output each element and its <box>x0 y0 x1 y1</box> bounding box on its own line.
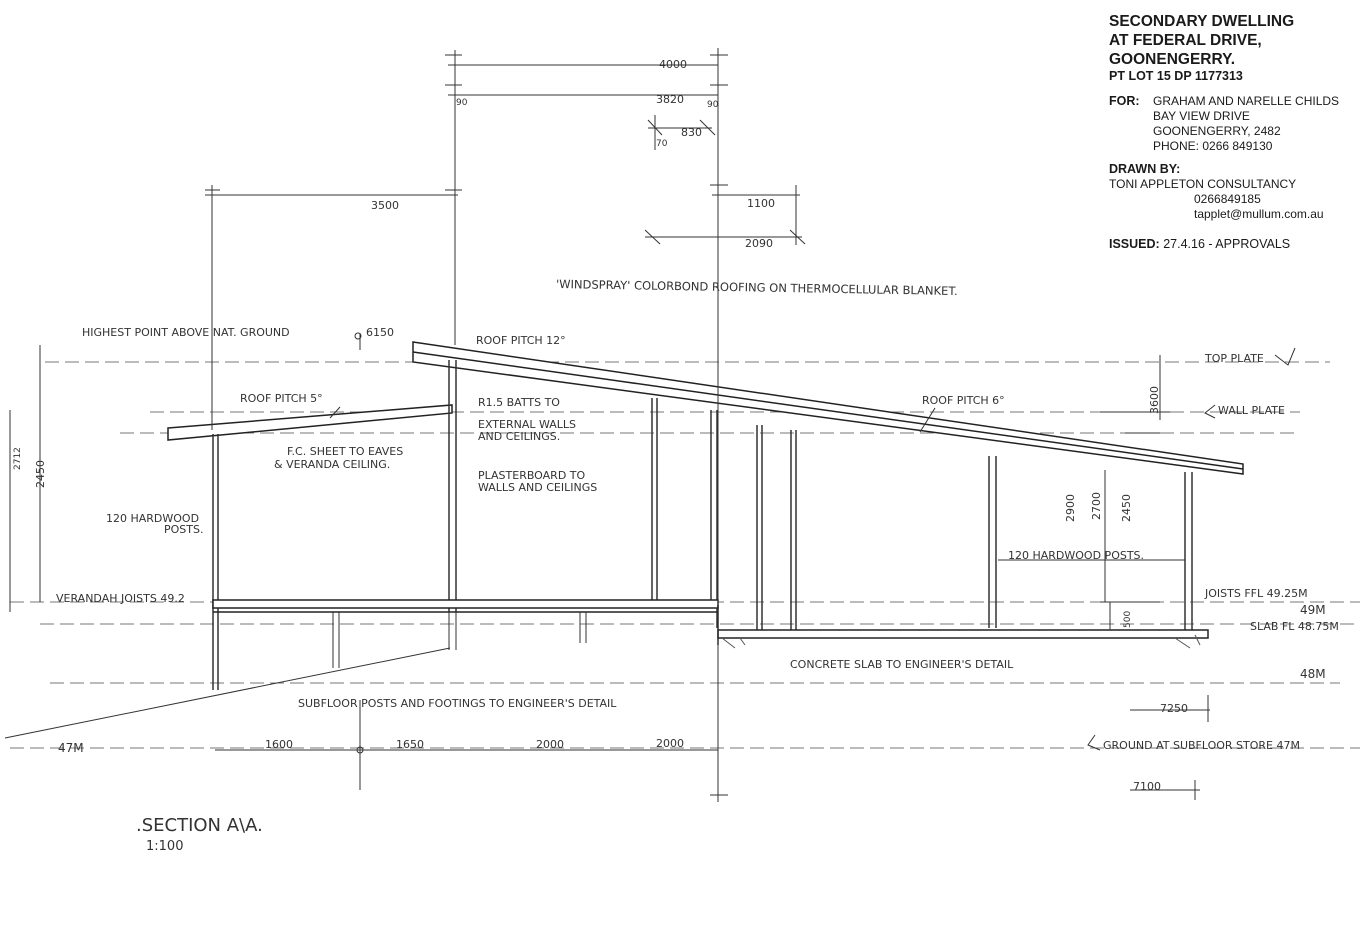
plaster-note-2: WALLS AND CEILINGS <box>478 481 597 494</box>
drawn-by-phone: 0266849185 <box>1194 192 1261 206</box>
dim-3820: 3820 <box>656 93 684 106</box>
roof-pitch-12: ROOF PITCH 12° <box>476 334 566 347</box>
natural-ground-line <box>4 647 451 739</box>
fc-sheet-note-1: F.C. SHEET TO EAVES <box>287 445 403 458</box>
roofing-note: 'WINDSPRAY' COLORBOND ROOFING ON THERMOC… <box>556 277 958 298</box>
subfloor-note: SUBFLOOR POSTS AND FOOTINGS TO ENGINEER'… <box>298 697 617 710</box>
frame-posts <box>212 360 1193 690</box>
posts-left-2: POSTS. <box>164 523 203 536</box>
verandah-joists-label: VERANDAH JOISTS 49.2 <box>56 592 185 605</box>
highest-point-label: HIGHEST POINT ABOVE NAT. GROUND <box>82 326 290 339</box>
client-label: FOR: <box>1109 94 1140 108</box>
batts-note-3: AND CEILINGS. <box>478 430 560 443</box>
level-47-label: 47M <box>58 741 84 755</box>
dim-830: 830 <box>681 126 702 139</box>
issued-value: 27.4.16 - APPROVALS <box>1163 237 1291 251</box>
dim-1100: 1100 <box>747 197 775 210</box>
dim-2900: 2900 <box>1064 494 1077 522</box>
batts-note-2: EXTERNAL WALLS <box>478 418 576 431</box>
ground-note: GROUND AT SUBFLOOR STORE 47M <box>1103 739 1300 752</box>
title-line: SECONDARY DWELLING <box>1109 13 1295 30</box>
dim-7100: 7100 <box>1133 780 1161 793</box>
level-49-label: 49M <box>1300 603 1326 617</box>
drawn-by-name: TONI APPLETON CONSULTANCY <box>1109 177 1297 191</box>
dim-90-left: 90 <box>456 98 468 108</box>
subfloor-posts <box>332 612 587 668</box>
slab-footing <box>721 634 1201 649</box>
dim-90-right: 90 <box>707 100 719 110</box>
dim-1600: 1600 <box>265 738 293 751</box>
dim-2450-right: 2450 <box>1120 494 1133 522</box>
issued-line: ISSUED: 27.4.16 - APPROVALS <box>1109 237 1290 251</box>
highest-point-value: 6150 <box>366 326 394 339</box>
title-line: AT FEDERAL DRIVE, <box>1109 32 1262 49</box>
drawn-by-email: tapplet@mullum.com.au <box>1194 207 1324 221</box>
client-line: GRAHAM AND NARELLE CHILDS <box>1153 94 1340 108</box>
posts-left-1: 120 HARDWOOD <box>106 512 199 525</box>
level-48-label: 48M <box>1300 667 1326 681</box>
roof <box>167 341 1244 475</box>
drawn-by-label: DRAWN BY: <box>1109 162 1181 176</box>
dim-2450-left: 2450 <box>34 460 47 488</box>
floor-structure <box>212 599 1209 645</box>
dim-3500: 3500 <box>371 199 399 212</box>
dimension-lines <box>9 48 1210 802</box>
slab-fl-label: SLAB FL 48.75M <box>1250 620 1339 633</box>
dim-2000-a: 2000 <box>536 738 564 751</box>
client-details: GRAHAM AND NARELLE CHILDS BAY VIEW DRIVE… <box>1153 94 1339 154</box>
title-block-title: SECONDARY DWELLING AT FEDERAL DRIVE, GOO… <box>1109 12 1294 69</box>
client-line: BAY VIEW DRIVE <box>1153 109 1250 123</box>
dim-2700: 2700 <box>1090 492 1103 520</box>
concrete-slab-note: CONCRETE SLAB TO ENGINEER'S DETAIL <box>790 658 1014 671</box>
section-title: .SECTION A\A. <box>136 815 263 836</box>
dim-500: 500 <box>1123 611 1133 628</box>
dim-3600: 3600 <box>1148 386 1161 414</box>
dim-7250: 7250 <box>1160 702 1188 715</box>
batts-note-1: R1.5 BATTS TO <box>478 396 560 409</box>
plaster-note-1: PLASTERBOARD TO <box>478 469 586 482</box>
dim-1650: 1650 <box>396 738 424 751</box>
dim-4000: 4000 <box>659 58 687 71</box>
section-scale: 1:100 <box>146 839 183 854</box>
fc-sheet-note-2: & VERANDA CEILING. <box>274 458 390 471</box>
lot-number: PT LOT 15 DP 1177313 <box>1109 69 1243 83</box>
dim-2712: 2712 <box>13 447 23 470</box>
joists-ffl-label: JOISTS FFL 49.25M <box>1204 587 1308 600</box>
top-plate-label: TOP PLATE <box>1204 352 1264 365</box>
dim-70: 70 <box>656 139 668 149</box>
title-line: GOONENGERRY. <box>1109 51 1236 68</box>
dim-2000-b: 2000 <box>656 737 684 750</box>
leader-lines <box>329 332 1296 754</box>
roof-pitch-5: ROOF PITCH 5° <box>240 392 323 405</box>
dim-2090: 2090 <box>745 237 773 250</box>
client-line: PHONE: 0266 849130 <box>1153 139 1273 153</box>
posts-right: 120 HARDWOOD POSTS. <box>1008 549 1144 562</box>
wall-plate-label: WALL PLATE <box>1218 404 1285 417</box>
roof-pitch-6: ROOF PITCH 6° <box>922 394 1005 407</box>
issued-label: ISSUED: <box>1109 237 1160 251</box>
client-line: GOONENGERRY, 2482 <box>1153 124 1281 138</box>
